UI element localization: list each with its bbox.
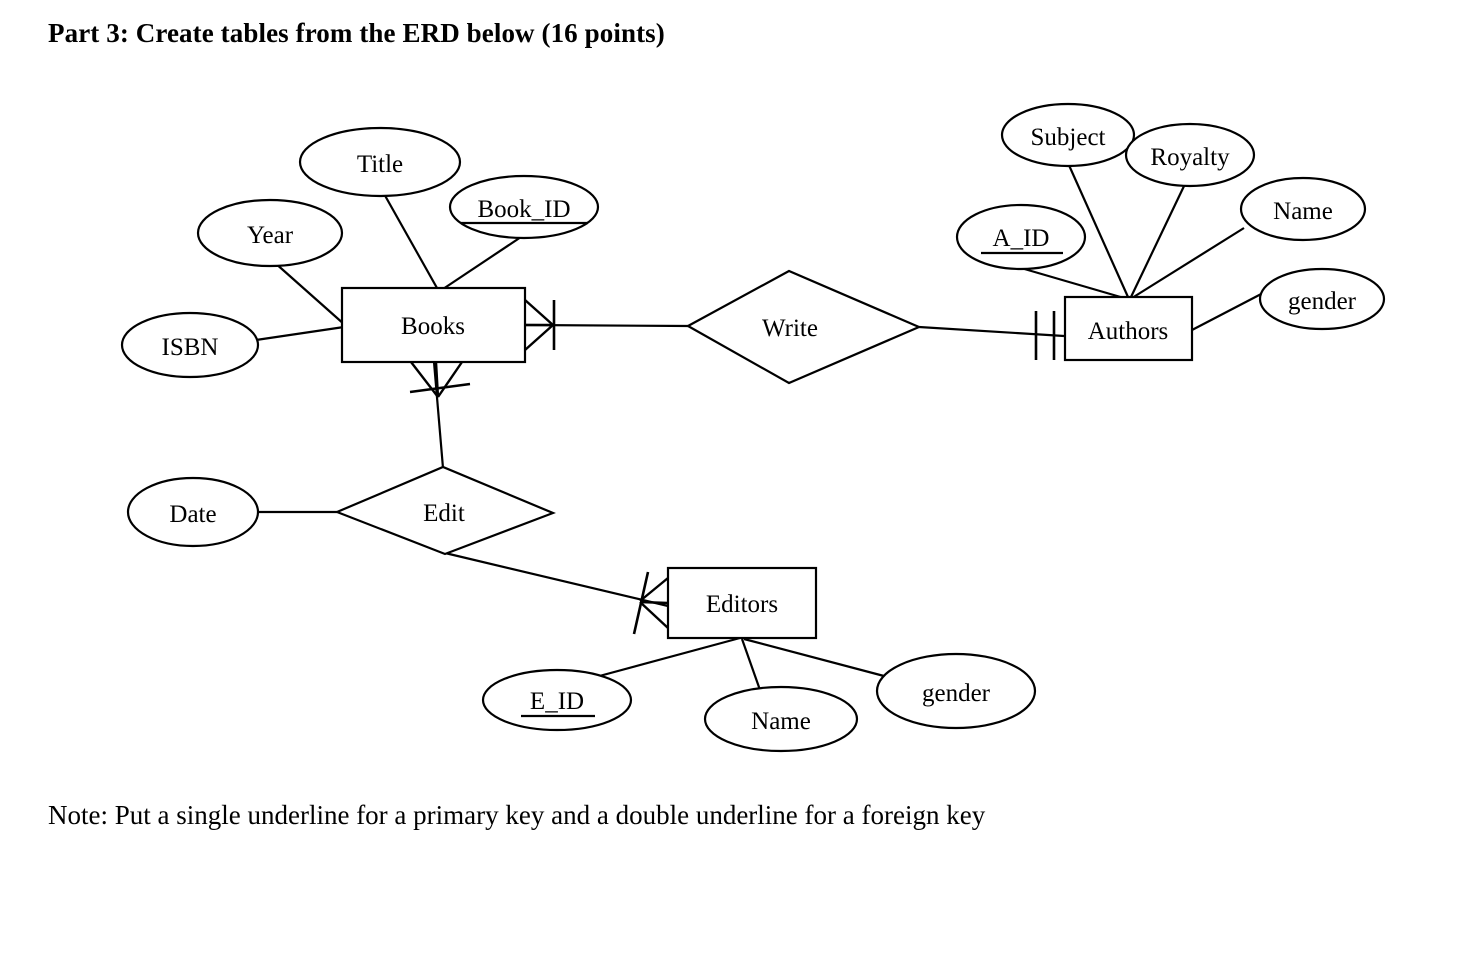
attribute-year[interactable]: Year	[196, 198, 344, 268]
attribute-year-ellipse[interactable]	[196, 198, 344, 268]
attribute-editor-gender[interactable]: gender	[875, 652, 1037, 730]
attribute-editor-gender-label: gender	[922, 680, 991, 707]
attribute-author-gender[interactable]: gender	[1258, 267, 1386, 331]
entity-authors-label: Authors	[1088, 318, 1169, 345]
attribute-e-id-label: E_ID	[530, 688, 584, 715]
connector-name-authors	[1131, 227, 1245, 299]
attribute-title-label: Title	[357, 151, 403, 178]
attribute-isbn[interactable]: ISBN	[120, 311, 260, 379]
instructions-note: Note: Put a single underline for a prima…	[48, 800, 986, 830]
attribute-royalty-ellipse[interactable]	[1124, 122, 1256, 188]
attribute-royalty[interactable]: Royalty	[1124, 122, 1256, 188]
entity-authors[interactable]: Authors	[1063, 295, 1194, 362]
attribute-book-id-label: Book_ID	[477, 196, 570, 223]
entity-books[interactable]: Books	[340, 286, 527, 364]
attribute-book-id[interactable]: Book_ID	[448, 174, 600, 240]
cardinality-write-authors	[1034, 311, 1056, 360]
entity-editors[interactable]: Editors	[666, 566, 818, 640]
attribute-subject-ellipse[interactable]	[1000, 102, 1136, 168]
attribute-isbn-label: ISBN	[162, 334, 219, 361]
relationship-edit-diamond[interactable]	[334, 465, 556, 556]
relationship-edit[interactable]: Edit	[334, 465, 556, 556]
attribute-royalty-label: Royalty	[1150, 144, 1230, 171]
attribute-editor-name[interactable]: Name	[703, 685, 859, 753]
attribute-editor-name-ellipse[interactable]	[703, 685, 859, 753]
attribute-e-id[interactable]: E_ID	[481, 668, 633, 732]
connector-write-authors	[918, 325, 1065, 338]
cardinality-books-write	[524, 299, 556, 351]
attribute-subject[interactable]: Subject	[1000, 102, 1136, 168]
attribute-editor-gender-ellipse[interactable]	[875, 652, 1037, 730]
connector-edit-editors	[444, 551, 669, 608]
entity-books-box[interactable]	[340, 286, 527, 364]
attribute-date-label: Date	[169, 501, 216, 528]
attribute-a-id-label: A_ID	[993, 225, 1050, 252]
connector-royalty-authors	[1130, 183, 1186, 298]
attribute-title-ellipse[interactable]	[298, 126, 462, 198]
connector-year-books	[273, 261, 346, 326]
connector-lines	[255, 162, 1266, 691]
entity-books-label: Books	[401, 313, 465, 340]
relationship-edit-label: Edit	[423, 500, 465, 527]
attribute-author-gender-label: gender	[1288, 288, 1357, 315]
attribute-date-ellipse[interactable]	[126, 476, 260, 548]
attribute-title[interactable]: Title	[298, 126, 462, 198]
attribute-author-name-ellipse[interactable]	[1239, 176, 1367, 242]
connector-isbn-books	[255, 325, 345, 342]
connector-subject-authors	[1066, 162, 1130, 298]
page-title: Part 3: Create tables from the ERD below…	[48, 18, 665, 48]
relationship-write-label: Write	[762, 315, 818, 342]
entity-authors-box[interactable]	[1063, 295, 1194, 362]
attribute-author-gender-ellipse[interactable]	[1258, 267, 1386, 331]
connector-books-edit	[432, 361, 445, 469]
connector-editorgender-editors	[743, 637, 885, 678]
connector-editorname-editors	[740, 638, 762, 691]
connector-eid-editors	[591, 636, 741, 680]
attribute-author-name-label: Name	[1273, 198, 1333, 225]
attribute-author-name[interactable]: Name	[1239, 176, 1367, 242]
cardinality-books-edit	[409, 361, 471, 398]
entity-editors-label: Editors	[706, 591, 778, 618]
relationship-write-diamond[interactable]	[685, 269, 922, 385]
connector-title-books	[382, 191, 438, 289]
attribute-date[interactable]: Date	[126, 476, 260, 548]
cardinality-edit-editors	[632, 571, 669, 635]
entity-editors-box[interactable]	[666, 566, 818, 640]
attribute-a-id[interactable]: A_ID	[955, 203, 1087, 271]
attribute-isbn-ellipse[interactable]	[120, 311, 260, 379]
attribute-editor-name-label: Name	[751, 708, 811, 735]
attribute-year-label: Year	[247, 222, 294, 249]
attribute-subject-label: Subject	[1031, 124, 1106, 151]
connector-aid-authors	[1020, 266, 1125, 300]
relationship-write[interactable]: Write	[685, 269, 922, 385]
connector-bookid-books	[442, 234, 525, 290]
connector-gender-authors	[1191, 291, 1266, 331]
